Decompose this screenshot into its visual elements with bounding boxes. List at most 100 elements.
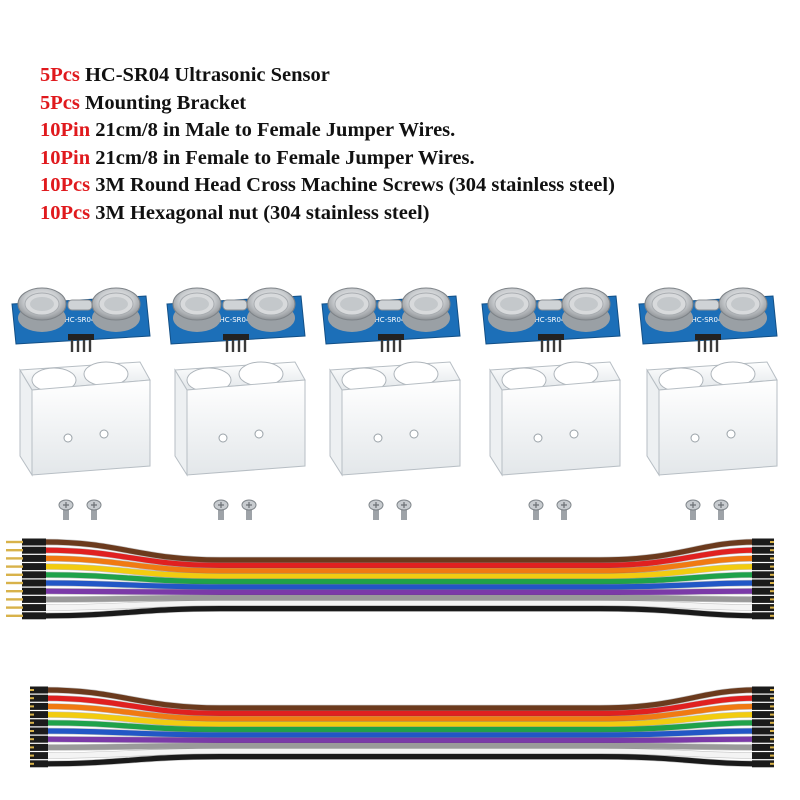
module-label: HC-SR04 [65, 316, 96, 324]
ultrasonic-sensor-module: HC-SR04 [638, 287, 778, 352]
header-pin [380, 336, 384, 352]
jumper-wire [44, 728, 756, 738]
transducer-mesh-inner [340, 297, 364, 311]
screw-cross [373, 502, 379, 508]
female-connector [752, 711, 774, 719]
female-socket [770, 541, 774, 543]
contents-row-nuts: 10Pcs 3M Hexagonal nut (304 stainless st… [40, 200, 790, 228]
screw-shank [246, 506, 252, 520]
male-pin [6, 565, 23, 568]
machine-screw [396, 499, 412, 520]
ultrasonic-sensor-module: HC-SR04 [481, 287, 621, 352]
connector-housing [22, 563, 46, 571]
male-to-female-wire-bundle [6, 538, 774, 620]
item-label: HC-SR04 Ultrasonic Sensor [84, 64, 330, 86]
transducer-mesh-inner [414, 297, 438, 311]
quantity-label: 10Pin [40, 119, 91, 141]
female-socket [770, 762, 774, 765]
sensor-set: HC-SR04 [481, 287, 621, 520]
female-connector [752, 702, 774, 710]
bracket-front-plate [31, 379, 151, 476]
machine-screw [685, 499, 701, 520]
bracket-screw-hole [373, 433, 383, 443]
screw-shank [218, 506, 224, 520]
jumper-wire [44, 547, 756, 568]
module-label: HC-SR04 [220, 316, 251, 324]
transducer-mesh-inner [259, 297, 283, 311]
jumper-wire [44, 580, 756, 590]
female-socket [770, 606, 774, 609]
header-pin [82, 336, 86, 352]
screw-cross [218, 502, 224, 508]
jumper-wire [44, 720, 756, 733]
female-socket [770, 549, 774, 552]
female-socket [770, 746, 774, 749]
male-pin [6, 573, 23, 576]
header-pin [237, 336, 241, 352]
female-connector [752, 752, 774, 760]
bracket-screw-hole [99, 429, 109, 439]
quantity-label: 10Pcs [40, 201, 91, 224]
female-socket [30, 746, 34, 749]
header-pin [231, 336, 235, 352]
jumper-wire [44, 606, 756, 619]
transducer-mesh-inner [500, 297, 524, 311]
screw-cross [718, 502, 724, 508]
machine-screw [368, 499, 384, 520]
screw-cross [533, 502, 539, 508]
male-pin [6, 598, 23, 601]
jumper-wire [44, 687, 756, 711]
jumper-wire [44, 743, 756, 750]
contents-row-screws: 10Pcs 3M Round Head Cross Machine Screws… [40, 172, 790, 200]
female-socket [30, 721, 34, 724]
item-label: 3M Round Head Cross Machine Screws (304 … [95, 174, 615, 196]
machine-screw [528, 499, 544, 520]
header-pin [703, 336, 707, 352]
transducer-mesh-inner [657, 297, 681, 311]
female-connector [752, 686, 774, 694]
female-socket [770, 557, 774, 560]
screw-shank [718, 506, 724, 520]
machine-screw [213, 499, 229, 520]
female-socket [770, 697, 774, 700]
bracket-screw-hole [254, 429, 264, 439]
machine-screw [58, 499, 74, 520]
female-socket [770, 721, 774, 724]
screw-shank [373, 506, 379, 520]
transducer-mesh-inner [574, 297, 598, 311]
ultrasonic-sensor-module: HC-SR04 [166, 287, 306, 352]
female-connector [752, 563, 774, 571]
jumper-wire [44, 754, 756, 767]
female-socket [30, 697, 34, 700]
bracket-screw-hole [569, 429, 579, 439]
jumper-wire [44, 595, 756, 602]
bracket-screw-hole [533, 433, 543, 443]
jumper-wire [44, 600, 756, 611]
contents-row-bracket: 5Pcs Mounting Bracket [40, 90, 790, 118]
contents-row-male-female-wires: 10Pin 21cm/8 in Male to Female Jumper Wi… [40, 117, 790, 145]
female-socket [770, 730, 774, 732]
jumper-wires-illustration [6, 538, 774, 768]
female-connector [752, 546, 774, 554]
female-socket [770, 705, 774, 708]
mounting-bracket [489, 361, 621, 477]
bracket-screw-hole [63, 433, 73, 443]
female-socket [770, 582, 774, 584]
female-connector [30, 719, 48, 727]
bracket-front-plate [341, 379, 461, 476]
quantity-label: 5Pcs [40, 64, 80, 86]
jumper-wire [44, 588, 756, 595]
machine-screw [241, 499, 257, 520]
contents-row-sensor: 5Pcs HC-SR04 Ultrasonic Sensor [40, 62, 790, 90]
header-pin [225, 336, 229, 352]
female-socket [770, 614, 774, 617]
female-socket [30, 705, 34, 708]
screw-shank [63, 506, 69, 520]
female-socket [30, 762, 34, 765]
contents-row-female-female-wires: 10Pin 21cm/8 in Female to Female Jumper … [40, 145, 790, 173]
transducer-mesh-inner [185, 297, 209, 311]
male-pin [6, 557, 23, 560]
female-connector [752, 538, 774, 546]
mounting-bracket [646, 361, 778, 477]
